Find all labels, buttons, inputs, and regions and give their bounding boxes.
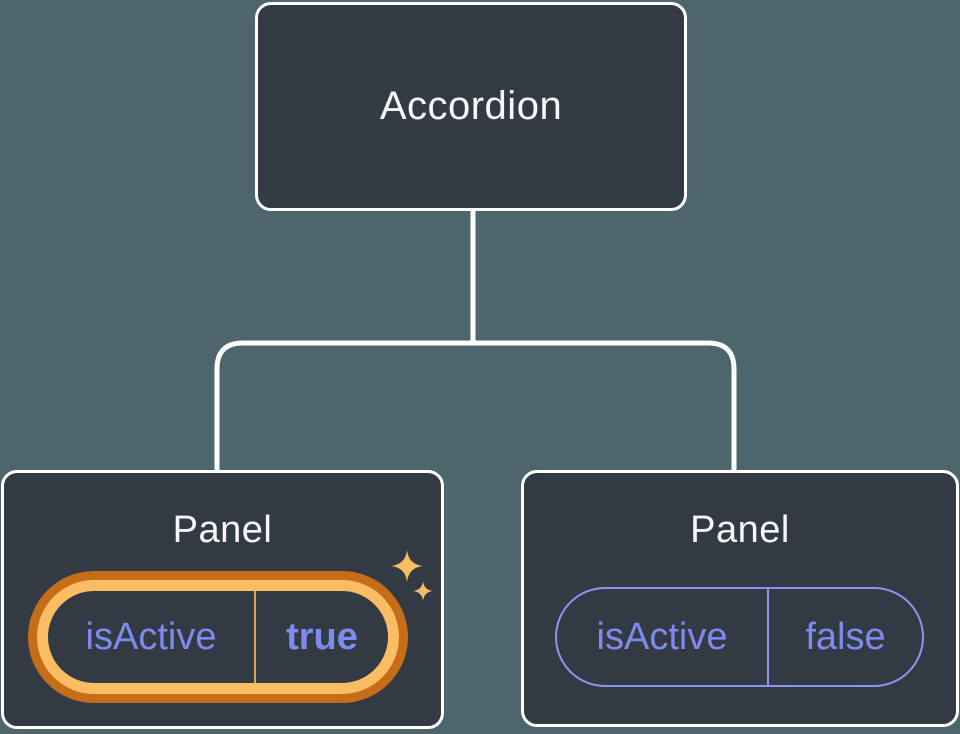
state-key-label: isActive (85, 615, 217, 658)
sparkle-large-icon (391, 550, 423, 582)
state-key-label: isActive (596, 615, 728, 658)
sparkle-small-icon (413, 581, 433, 601)
panel-inactive-label: Panel (690, 509, 790, 551)
pill-divider (767, 589, 769, 685)
sparkle-icon (391, 550, 433, 601)
state-pill-active: isActive true (37, 580, 399, 694)
panel-node-inactive: Panel isActive false (521, 470, 959, 727)
pill-divider (254, 591, 256, 683)
panel-node-active: Panel isActive true (1, 470, 444, 729)
state-value-label: false (805, 615, 886, 658)
state-pill-inactive: isActive false (555, 587, 924, 687)
accordion-node: Accordion (255, 2, 687, 211)
connector-branch (214, 340, 737, 473)
panel-active-label: Panel (172, 509, 273, 551)
state-value-label: true (286, 615, 358, 658)
accordion-node-label: Accordion (379, 84, 563, 128)
